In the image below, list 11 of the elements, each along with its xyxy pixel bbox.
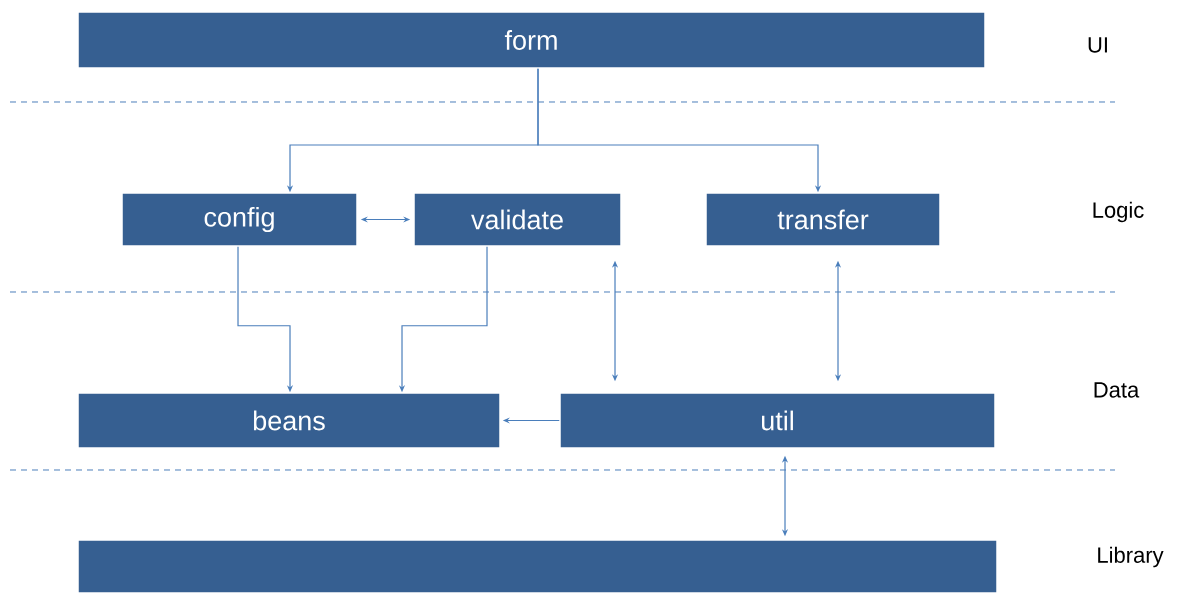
module-box: config (121, 192, 358, 247)
module-box: transfer (705, 192, 941, 247)
layer-label: Library (1098, 546, 1164, 568)
module-box: validate (413, 192, 622, 247)
layer-label: UI (1088, 37, 1107, 53)
module-box: form (77, 11, 986, 69)
layer-label: Logic (1093, 201, 1144, 223)
module-box: beans (77, 392, 501, 449)
layer-bar (77, 539, 998, 593)
layer-label: Data (1094, 382, 1140, 398)
module-box: util (559, 392, 996, 449)
